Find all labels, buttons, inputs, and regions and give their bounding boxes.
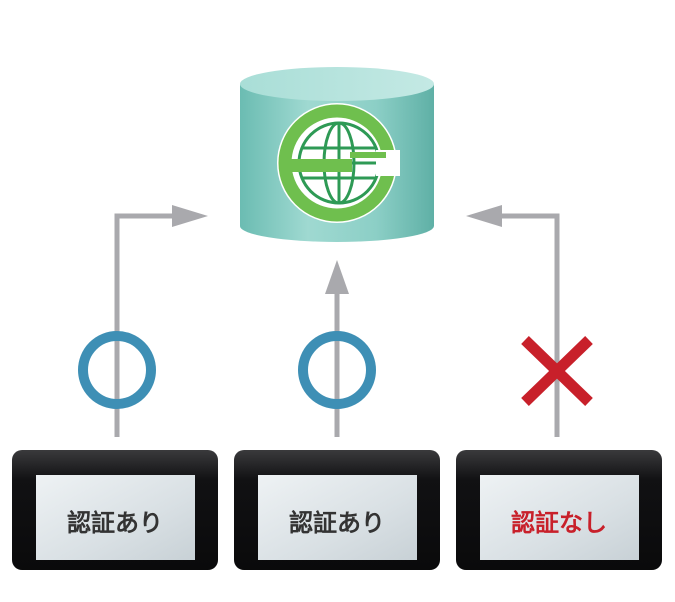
device-label: 認証あり (289, 509, 385, 537)
tablet-device: 認証あり (12, 450, 218, 570)
globe-e-logo-icon (277, 103, 400, 223)
arrow-right (466, 205, 560, 437)
device-label: 認証あり (67, 509, 163, 537)
database-server (240, 67, 434, 242)
arrow-center (325, 260, 349, 437)
tablet-device: 認証なし (456, 450, 662, 570)
allowed-circle-icon (298, 331, 376, 409)
tablet-device: 認証あり (234, 450, 440, 570)
allowed-circle-icon (78, 331, 156, 409)
cylinder-top (240, 67, 434, 101)
arrow-left (114, 205, 208, 437)
device-label-unauthenticated: 認証なし (511, 509, 607, 537)
denied-cross-icon (521, 336, 593, 406)
